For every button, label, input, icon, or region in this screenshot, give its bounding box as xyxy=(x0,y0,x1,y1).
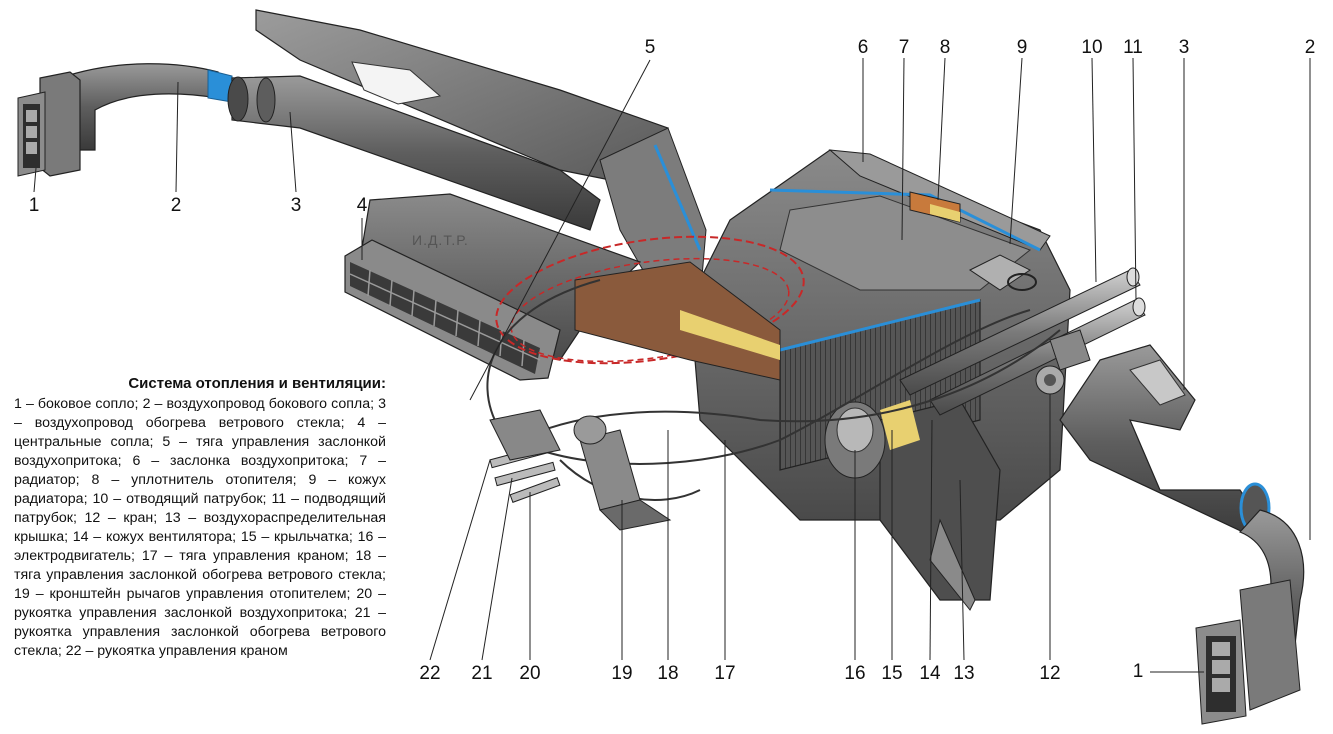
callout-20: 20 xyxy=(519,663,541,684)
control-handles xyxy=(489,409,561,503)
callout-9: 9 xyxy=(1016,37,1028,58)
callout-8: 8 xyxy=(939,37,951,58)
damper-flap xyxy=(574,261,781,381)
figure-caption: Система отопления и вентиляции: 1 – боко… xyxy=(14,374,386,661)
callout-15: 15 xyxy=(881,663,903,684)
callout-21: 21 xyxy=(471,663,493,684)
left-side-nozzle xyxy=(17,71,81,177)
heater-seal xyxy=(909,191,961,223)
watermark-label: И.Д.Т.Р. xyxy=(412,232,469,248)
callout-17: 17 xyxy=(714,663,736,684)
central-nozzles xyxy=(344,239,561,381)
callout-14: 14 xyxy=(919,663,941,684)
callout-13: 13 xyxy=(953,663,975,684)
heater-tap xyxy=(1035,329,1091,395)
callout-1-left: 1 xyxy=(28,195,40,216)
right-windshield-duct xyxy=(1059,344,1261,541)
caption-body: 1 – боковое сопло; 2 – воздухопровод бок… xyxy=(14,396,386,659)
callout-6: 6 xyxy=(857,37,869,58)
callout-12: 12 xyxy=(1039,663,1061,684)
callout-11: 11 xyxy=(1123,37,1143,58)
callout-16: 16 xyxy=(844,663,866,684)
callout-3-right: 3 xyxy=(1178,37,1190,58)
right-side-nozzle xyxy=(1195,579,1301,725)
callout-18: 18 xyxy=(657,663,679,684)
leader-lines xyxy=(33,57,1311,673)
heater-pipes xyxy=(899,267,1146,416)
callout-2-right: 2 xyxy=(1304,37,1316,58)
callout-4: 4 xyxy=(356,195,368,216)
left-side-duct xyxy=(59,63,233,151)
callout-22: 22 xyxy=(419,663,441,684)
callout-2-left: 2 xyxy=(170,195,182,216)
control-bracket xyxy=(573,415,672,531)
dash-panel xyxy=(255,9,707,301)
callout-19: 19 xyxy=(611,663,633,684)
windshield-duct xyxy=(227,75,601,231)
callout-1-right: 1 xyxy=(1132,661,1144,682)
callout-5: 5 xyxy=(644,37,656,58)
caption-title: Система отопления и вентиляции: xyxy=(128,375,386,392)
fan-housing xyxy=(879,399,1001,611)
callout-3-left: 3 xyxy=(290,195,302,216)
callout-7: 7 xyxy=(898,37,910,58)
callout-10: 10 xyxy=(1081,37,1103,58)
